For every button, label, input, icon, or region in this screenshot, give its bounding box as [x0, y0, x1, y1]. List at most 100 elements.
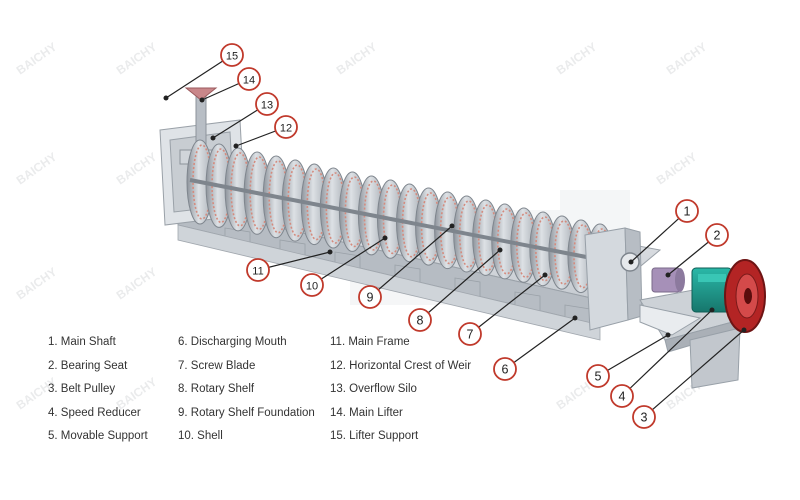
leader-line [630, 210, 688, 263]
legend-item: 3. Belt Pulley [48, 383, 116, 395]
legend-item: 15. Lifter Support [330, 430, 419, 442]
callout-ring [610, 384, 634, 408]
watermark-text: BAICHY [14, 150, 60, 188]
callout-number: 1 [684, 205, 691, 219]
callout-3: 3 [632, 327, 747, 429]
head-frame [584, 227, 643, 331]
callout-5: 5 [586, 332, 671, 388]
callout-ring [705, 223, 729, 247]
callout-15: 15 [163, 43, 244, 101]
callout-ring [274, 115, 298, 139]
callout-number: 10 [306, 281, 318, 293]
callout-number: 3 [641, 411, 648, 425]
watermark-text: BAICHY [334, 40, 380, 78]
leader-line [621, 309, 713, 397]
callout-ring [255, 92, 279, 116]
leader-dot [382, 235, 388, 241]
callout-number: 13 [261, 100, 273, 112]
leader-line [257, 251, 331, 271]
callout-ring [300, 273, 324, 297]
callout-ring [632, 405, 656, 429]
leader-dot [542, 272, 548, 278]
leader-line [504, 317, 576, 370]
leader-dot [741, 327, 747, 333]
leader-line [369, 225, 453, 298]
legend-column-2: 6. Discharging Mouth 7. Screw Blade 8. R… [178, 336, 338, 454]
leader-dot [449, 223, 455, 229]
leader-dot [628, 259, 634, 265]
watermark-text: BAICHY [654, 150, 700, 188]
leader-dot [233, 143, 239, 149]
callout-number: 7 [467, 328, 474, 342]
watermark-text: BAICHY [664, 40, 710, 78]
watermark-text: BAICHY [114, 40, 160, 78]
callout-10: 10 [300, 235, 388, 297]
callout-number: 6 [502, 363, 509, 377]
callout-13: 13 [210, 92, 279, 141]
legend-item: 13. Overflow Silo [330, 383, 417, 395]
callout-number: 8 [417, 314, 424, 328]
callout-9: 9 [358, 223, 455, 309]
callout-14: 14 [199, 67, 261, 103]
callout-11: 11 [246, 249, 333, 282]
callout-number: 12 [280, 123, 292, 135]
legend-item: 8. Rotary Shelf [178, 383, 255, 395]
watermark-text: BAICHY [14, 265, 60, 303]
legend-item: 14. Main Lifter [330, 406, 403, 419]
leader-dot [163, 95, 169, 101]
leader-dot [572, 315, 578, 321]
leader-line [643, 329, 745, 418]
legend-item: 11. Main Frame [330, 336, 410, 348]
legend-item: 10. Shell [178, 430, 223, 442]
callout-7: 7 [458, 272, 548, 346]
callout-ring [458, 322, 482, 346]
legend-item: 9. Rotary Shelf Foundation [178, 406, 315, 419]
leader-line [469, 274, 546, 335]
callout-number: 11 [252, 266, 263, 278]
belt-pulley [724, 259, 766, 333]
leader-line [311, 237, 386, 286]
watermark-text: BAICHY [114, 150, 160, 188]
callout-number: 5 [595, 370, 602, 384]
legend-item: 12. Horizontal Crest of Weir [330, 359, 472, 372]
callout-1: 1 [628, 199, 699, 265]
callout-ring [408, 308, 432, 332]
callout-number: 14 [243, 75, 255, 87]
leader-dot [210, 135, 216, 141]
central-shaft [189, 178, 613, 264]
leader-line [419, 249, 501, 321]
legend-item: 6. Discharging Mouth [178, 336, 287, 348]
leader-line [597, 334, 669, 377]
leader-dot [497, 247, 503, 253]
legend-item: 1. Main Shaft [48, 336, 116, 348]
leader-dot [709, 307, 715, 313]
callout-ring [358, 285, 382, 309]
leader-dot [327, 249, 333, 255]
callout-ring [237, 67, 261, 91]
callout-4: 4 [610, 307, 715, 408]
legend-item: 7. Screw Blade [178, 359, 256, 372]
watermark-text: BAICHY [114, 265, 160, 303]
callout-8: 8 [408, 247, 503, 332]
callout-6: 6 [493, 315, 578, 381]
callout-12: 12 [233, 115, 298, 149]
callout-ring [675, 199, 699, 223]
callout-number: 4 [619, 390, 626, 404]
legend-item: 5. Movable Support [48, 430, 148, 442]
watermark-text: BAICHY [554, 40, 600, 78]
callout-ring [220, 43, 244, 67]
leader-line [165, 54, 233, 99]
leader-dot [199, 97, 205, 103]
callout-number: 15 [226, 51, 238, 63]
callout-2: 2 [665, 223, 729, 278]
bearing-seat [651, 267, 685, 293]
legend-column-1: 1. Main Shaft 2. Bearing Seat 3. Belt Pu… [48, 336, 208, 454]
callout-number: 9 [367, 291, 374, 305]
leader-dot [665, 272, 671, 278]
callout-ring [493, 357, 517, 381]
callout-ring [246, 258, 270, 282]
legend-column-3: 11. Main Frame 12. Horizontal Crest of W… [330, 336, 490, 454]
legend-item: 4. Speed Reducer [48, 406, 141, 419]
